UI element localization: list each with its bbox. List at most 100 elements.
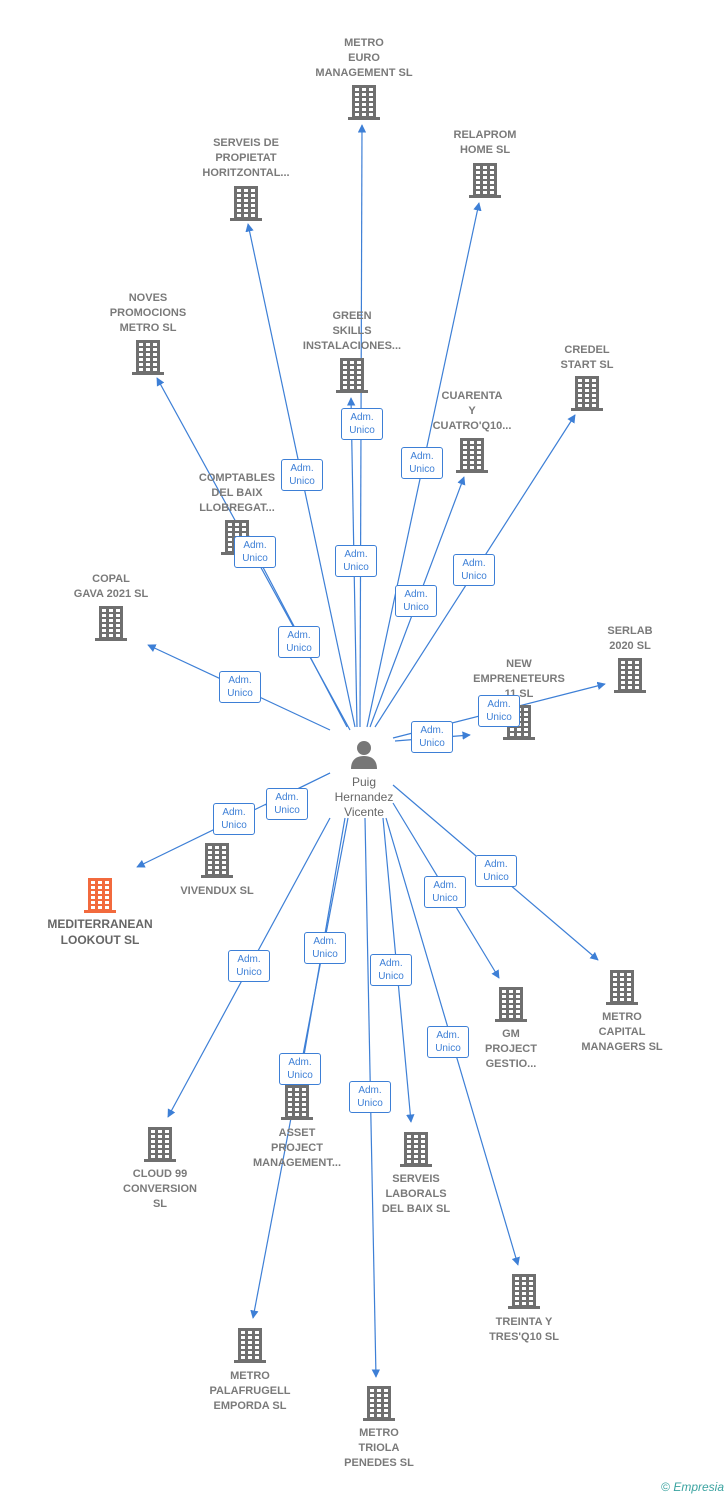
company-node-vivendux[interactable]: VIVENDUX SL <box>152 884 282 899</box>
badge-line: Unico <box>274 805 300 816</box>
badge-line: Unico <box>483 872 509 883</box>
edge-role-badge[interactable]: Adm.Unico <box>401 447 443 479</box>
badge-line: Unico <box>403 602 429 613</box>
building-icon[interactable] <box>362 1384 396 1422</box>
building-icon[interactable] <box>335 356 369 394</box>
edge-role-badge[interactable]: Adm.Unico <box>304 932 346 964</box>
edge-role-badge[interactable]: Adm. Unico <box>281 459 323 491</box>
company-node-relaprom[interactable]: RELAPROM HOME SL <box>420 128 550 158</box>
company-node-serveis-laborals[interactable]: SERVEIS LABORALS DEL BAIX SL <box>351 1172 481 1217</box>
badge-line: Unico <box>242 553 268 564</box>
company-node-cloud99[interactable]: CLOUD 99 CONVERSION SL <box>95 1167 225 1212</box>
company-node-cuarenta[interactable]: CUARENTA Y CUATRO'Q10... <box>407 389 537 434</box>
edge-role-badge[interactable]: Adm.Unico <box>370 954 412 986</box>
edge-role-badge[interactable]: Adm. Unico <box>395 585 437 617</box>
company-node-noves-promocions[interactable]: NOVES PROMOCIONS METRO SL <box>83 291 213 336</box>
edge-role-badge[interactable]: Adm. Unico <box>335 545 377 577</box>
company-label: NOVES PROMOCIONS METRO SL <box>109 292 187 334</box>
badge-line: Adm. <box>275 792 299 803</box>
edge-role-badge[interactable]: Adm. Unico <box>228 950 270 982</box>
badge-line: Adm. <box>243 540 267 551</box>
building-icon[interactable] <box>347 83 381 121</box>
building-icon[interactable] <box>280 1083 314 1121</box>
company-node-gm-project[interactable]: GM PROJECT GESTIO... <box>446 1027 576 1072</box>
badge-line: Unico <box>286 643 312 654</box>
building-icon[interactable] <box>399 1130 433 1168</box>
building-icon[interactable] <box>83 876 117 914</box>
company-node-metro-triola[interactable]: METRO TRIOLA PENEDES SL <box>314 1426 444 1471</box>
company-node-comptables[interactable]: COMPTABLES DEL BAIX LLOBREGAT... <box>172 471 302 516</box>
company-node-treinta[interactable]: TREINTA Y TRES'Q10 SL <box>459 1315 589 1345</box>
badge-line: Adm. <box>433 880 457 891</box>
badge-line: Adm. <box>290 463 314 474</box>
person-icon <box>351 741 377 769</box>
edge-role-badge[interactable]: Adm.Unico <box>349 1081 391 1113</box>
company-node-metro-capital[interactable]: METRO CAPITAL MANAGERS SL <box>557 1010 687 1055</box>
edge-role-badge[interactable]: Adm.Unico <box>341 408 383 440</box>
company-node-green-skills[interactable]: GREEN SKILLS INSTALACIONES... <box>287 309 417 354</box>
company-node-mediterranean[interactable]: MEDITERRANEAN LOOKOUT SL <box>35 916 165 948</box>
edge-role-badge[interactable]: Adm.Unico <box>279 1053 321 1085</box>
building-icon[interactable] <box>143 1125 177 1163</box>
edge-role-badge[interactable]: Adm. Unico <box>234 536 276 568</box>
company-label: SERVEIS LABORALS DEL BAIX SL <box>381 1173 451 1215</box>
building-icon[interactable] <box>455 436 489 474</box>
company-label: CLOUD 99 CONVERSION SL <box>123 1168 197 1210</box>
building-icon[interactable] <box>229 184 263 222</box>
building-icon[interactable] <box>605 968 639 1006</box>
badge-line: Adm. <box>379 958 403 969</box>
badge-line: Unico <box>461 571 487 582</box>
edge-role-badge[interactable]: Adm. Unico <box>266 788 308 820</box>
building-icon[interactable] <box>494 985 528 1023</box>
company-label: GREEN SKILLS INSTALACIONES... <box>302 310 402 352</box>
company-label: METRO EURO MANAGEMENT SL <box>315 37 413 79</box>
badge-line: Adm. <box>287 630 311 641</box>
company-node-new-empreneteurs[interactable]: NEW EMPRENETEURS 11 SL <box>454 657 584 702</box>
company-node-credel[interactable]: CREDEL START SL <box>522 343 652 373</box>
building-icon[interactable] <box>613 656 647 694</box>
badge-line: Unico <box>432 893 458 904</box>
building-icon[interactable] <box>131 338 165 376</box>
building-icon[interactable] <box>507 1272 541 1310</box>
company-node-metro-euro[interactable]: METRO EURO MANAGEMENT SL <box>299 36 429 81</box>
building-icon[interactable] <box>200 841 234 879</box>
badge-line: Unico <box>227 688 253 699</box>
company-node-metro-palafrugell[interactable]: METRO PALAFRUGELL EMPORDA SL <box>185 1369 315 1414</box>
badge-line: Adm. <box>237 954 261 965</box>
company-node-copal[interactable]: COPAL GAVA 2021 SL <box>46 572 176 602</box>
building-icon[interactable] <box>468 161 502 199</box>
badge-line: Unico <box>349 425 375 436</box>
badge-line: Unico <box>236 967 262 978</box>
badge-line: Adm. <box>344 549 368 560</box>
badge-line: Unico <box>409 464 435 475</box>
person-name-line: Vicente <box>344 805 384 819</box>
badge-line: Unico <box>287 1070 313 1081</box>
edge-role-badge[interactable]: Adm.Unico <box>427 1026 469 1058</box>
edge-role-badge[interactable]: Adm.Unico <box>411 721 453 753</box>
company-label: COPAL GAVA 2021 SL <box>73 573 149 600</box>
building-icon[interactable] <box>570 374 604 412</box>
badge-line: Adm. <box>222 807 246 818</box>
company-label: VIVENDUX SL <box>180 885 254 897</box>
edge-role-badge[interactable]: Adm.Unico <box>213 803 255 835</box>
badge-line: Adm. <box>313 936 337 947</box>
edge-role-badge[interactable]: Adm. Unico <box>278 626 320 658</box>
badge-line: Adm. <box>358 1085 382 1096</box>
company-node-serlab[interactable]: SERLAB 2020 SL <box>565 624 695 654</box>
badge-line: Unico <box>289 476 315 487</box>
badge-line: Adm. <box>404 589 428 600</box>
building-icon[interactable] <box>94 604 128 642</box>
company-label: SERVEIS DE PROPIETAT HORITZONTAL... <box>202 137 290 179</box>
edge-role-badge[interactable]: Adm.Unico <box>478 695 520 727</box>
edge-role-badge[interactable]: Adm.Unico <box>453 554 495 586</box>
edge-role-badge[interactable]: Adm.Unico <box>475 855 517 887</box>
company-label: SERLAB 2020 SL <box>607 625 653 652</box>
company-node-asset-project[interactable]: ASSET PROJECT MANAGEMENT... <box>232 1126 362 1171</box>
badge-line: Unico <box>343 562 369 573</box>
edge-role-badge[interactable]: Adm.Unico <box>219 671 261 703</box>
company-node-serveis-propietat[interactable]: SERVEIS DE PROPIETAT HORITZONTAL... <box>181 136 311 181</box>
edge-role-badge[interactable]: Adm. Unico <box>424 876 466 908</box>
company-label: NEW EMPRENETEURS 11 SL <box>473 658 565 700</box>
building-icon[interactable] <box>233 1326 267 1364</box>
badge-line: Adm. <box>487 699 511 710</box>
